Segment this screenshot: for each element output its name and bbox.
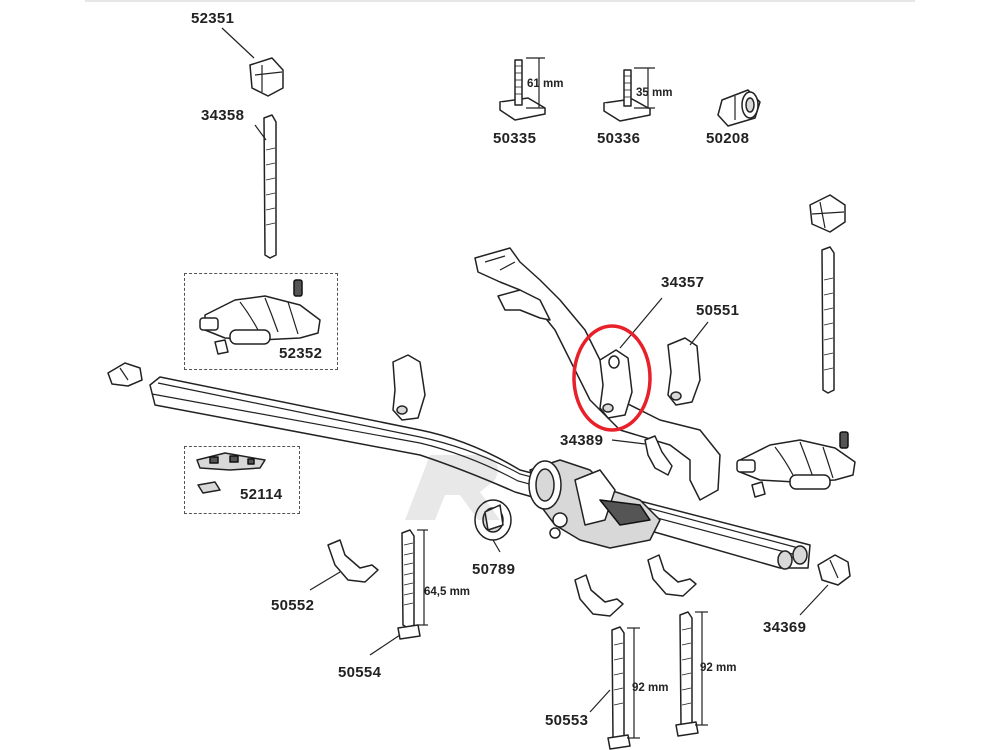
label-34389: 34389 <box>560 432 604 449</box>
part-right-wheel-holder-drawing <box>736 431 856 498</box>
part-50208-drawing <box>717 89 761 127</box>
label-50552: 50552 <box>271 597 315 614</box>
label-52351: 52351 <box>191 10 235 27</box>
label-50789: 50789 <box>472 561 516 578</box>
label-34358: 34358 <box>201 107 245 124</box>
part-34369-drawing <box>799 554 851 616</box>
part-50789-drawing <box>474 499 512 553</box>
label-50551: 50551 <box>696 302 740 319</box>
left-pad-drawing <box>392 354 426 421</box>
part-50554-drawing <box>369 529 428 656</box>
group-box-52352 <box>184 273 338 370</box>
part-34358-drawing <box>254 114 277 259</box>
part-50551-drawing <box>667 321 709 406</box>
label-50208: 50208 <box>706 130 750 147</box>
group-box-52114 <box>184 446 300 514</box>
label-34357: 34357 <box>661 274 705 291</box>
part-52352-drawing <box>199 279 321 355</box>
dimension-92mm-left: 92 mm <box>632 682 669 694</box>
rail-end-cap-left <box>107 362 143 387</box>
label-50336: 50336 <box>597 130 641 147</box>
part-52114-drawing <box>196 452 266 494</box>
frame-holder-arm <box>474 247 721 501</box>
label-52352: 52352 <box>279 345 323 362</box>
part-right-strap-drawing <box>809 194 846 394</box>
label-50554: 50554 <box>338 664 382 681</box>
dimension-64-5mm: 64,5 mm <box>424 586 471 598</box>
part-34357-drawing <box>599 297 663 419</box>
dimension-35mm: 35 mm <box>636 87 673 99</box>
label-34369: 34369 <box>763 619 807 636</box>
part-50553-drawing <box>574 554 708 750</box>
clamp-body <box>528 459 661 549</box>
part-52351-drawing <box>221 27 284 97</box>
label-52114: 52114 <box>240 486 283 503</box>
label-50335: 50335 <box>493 130 537 147</box>
part-50552-drawing <box>309 539 379 591</box>
watermark-logo <box>405 455 500 520</box>
part-50336-drawing <box>603 67 655 122</box>
label-50553: 50553 <box>545 712 589 729</box>
highlight-circle <box>572 324 652 432</box>
part-34389-drawing <box>611 435 673 476</box>
dimension-61mm: 61 mm <box>527 78 564 90</box>
dimension-92mm-right: 92 mm <box>700 662 737 674</box>
part-50335-drawing <box>499 57 546 121</box>
